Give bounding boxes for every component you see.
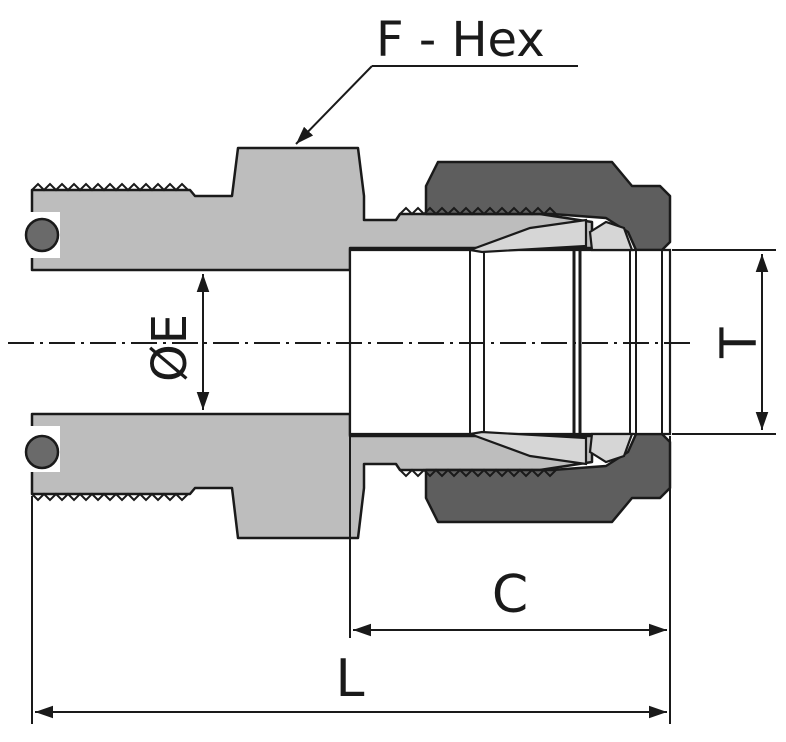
hex-leader-line <box>295 65 373 145</box>
front-ferrule-lower <box>465 430 588 466</box>
tube-od-label: T <box>710 327 768 359</box>
front-ferrule-upper <box>465 218 588 254</box>
l-label: L <box>336 649 365 709</box>
nut-thread-lower <box>399 468 557 478</box>
bore-label: ØE <box>142 314 198 382</box>
o-ring-upper <box>24 217 60 253</box>
nut-thread-upper <box>399 206 557 216</box>
male-thread-lower <box>31 492 189 502</box>
nut-upper <box>424 160 672 252</box>
male-thread-upper <box>31 182 189 192</box>
c-label: C <box>492 565 528 625</box>
back-ferrule-upper <box>588 220 634 252</box>
hex-label: F - Hex <box>376 12 545 68</box>
back-ferrule-lower <box>588 432 634 464</box>
o-ring-lower <box>24 434 60 470</box>
